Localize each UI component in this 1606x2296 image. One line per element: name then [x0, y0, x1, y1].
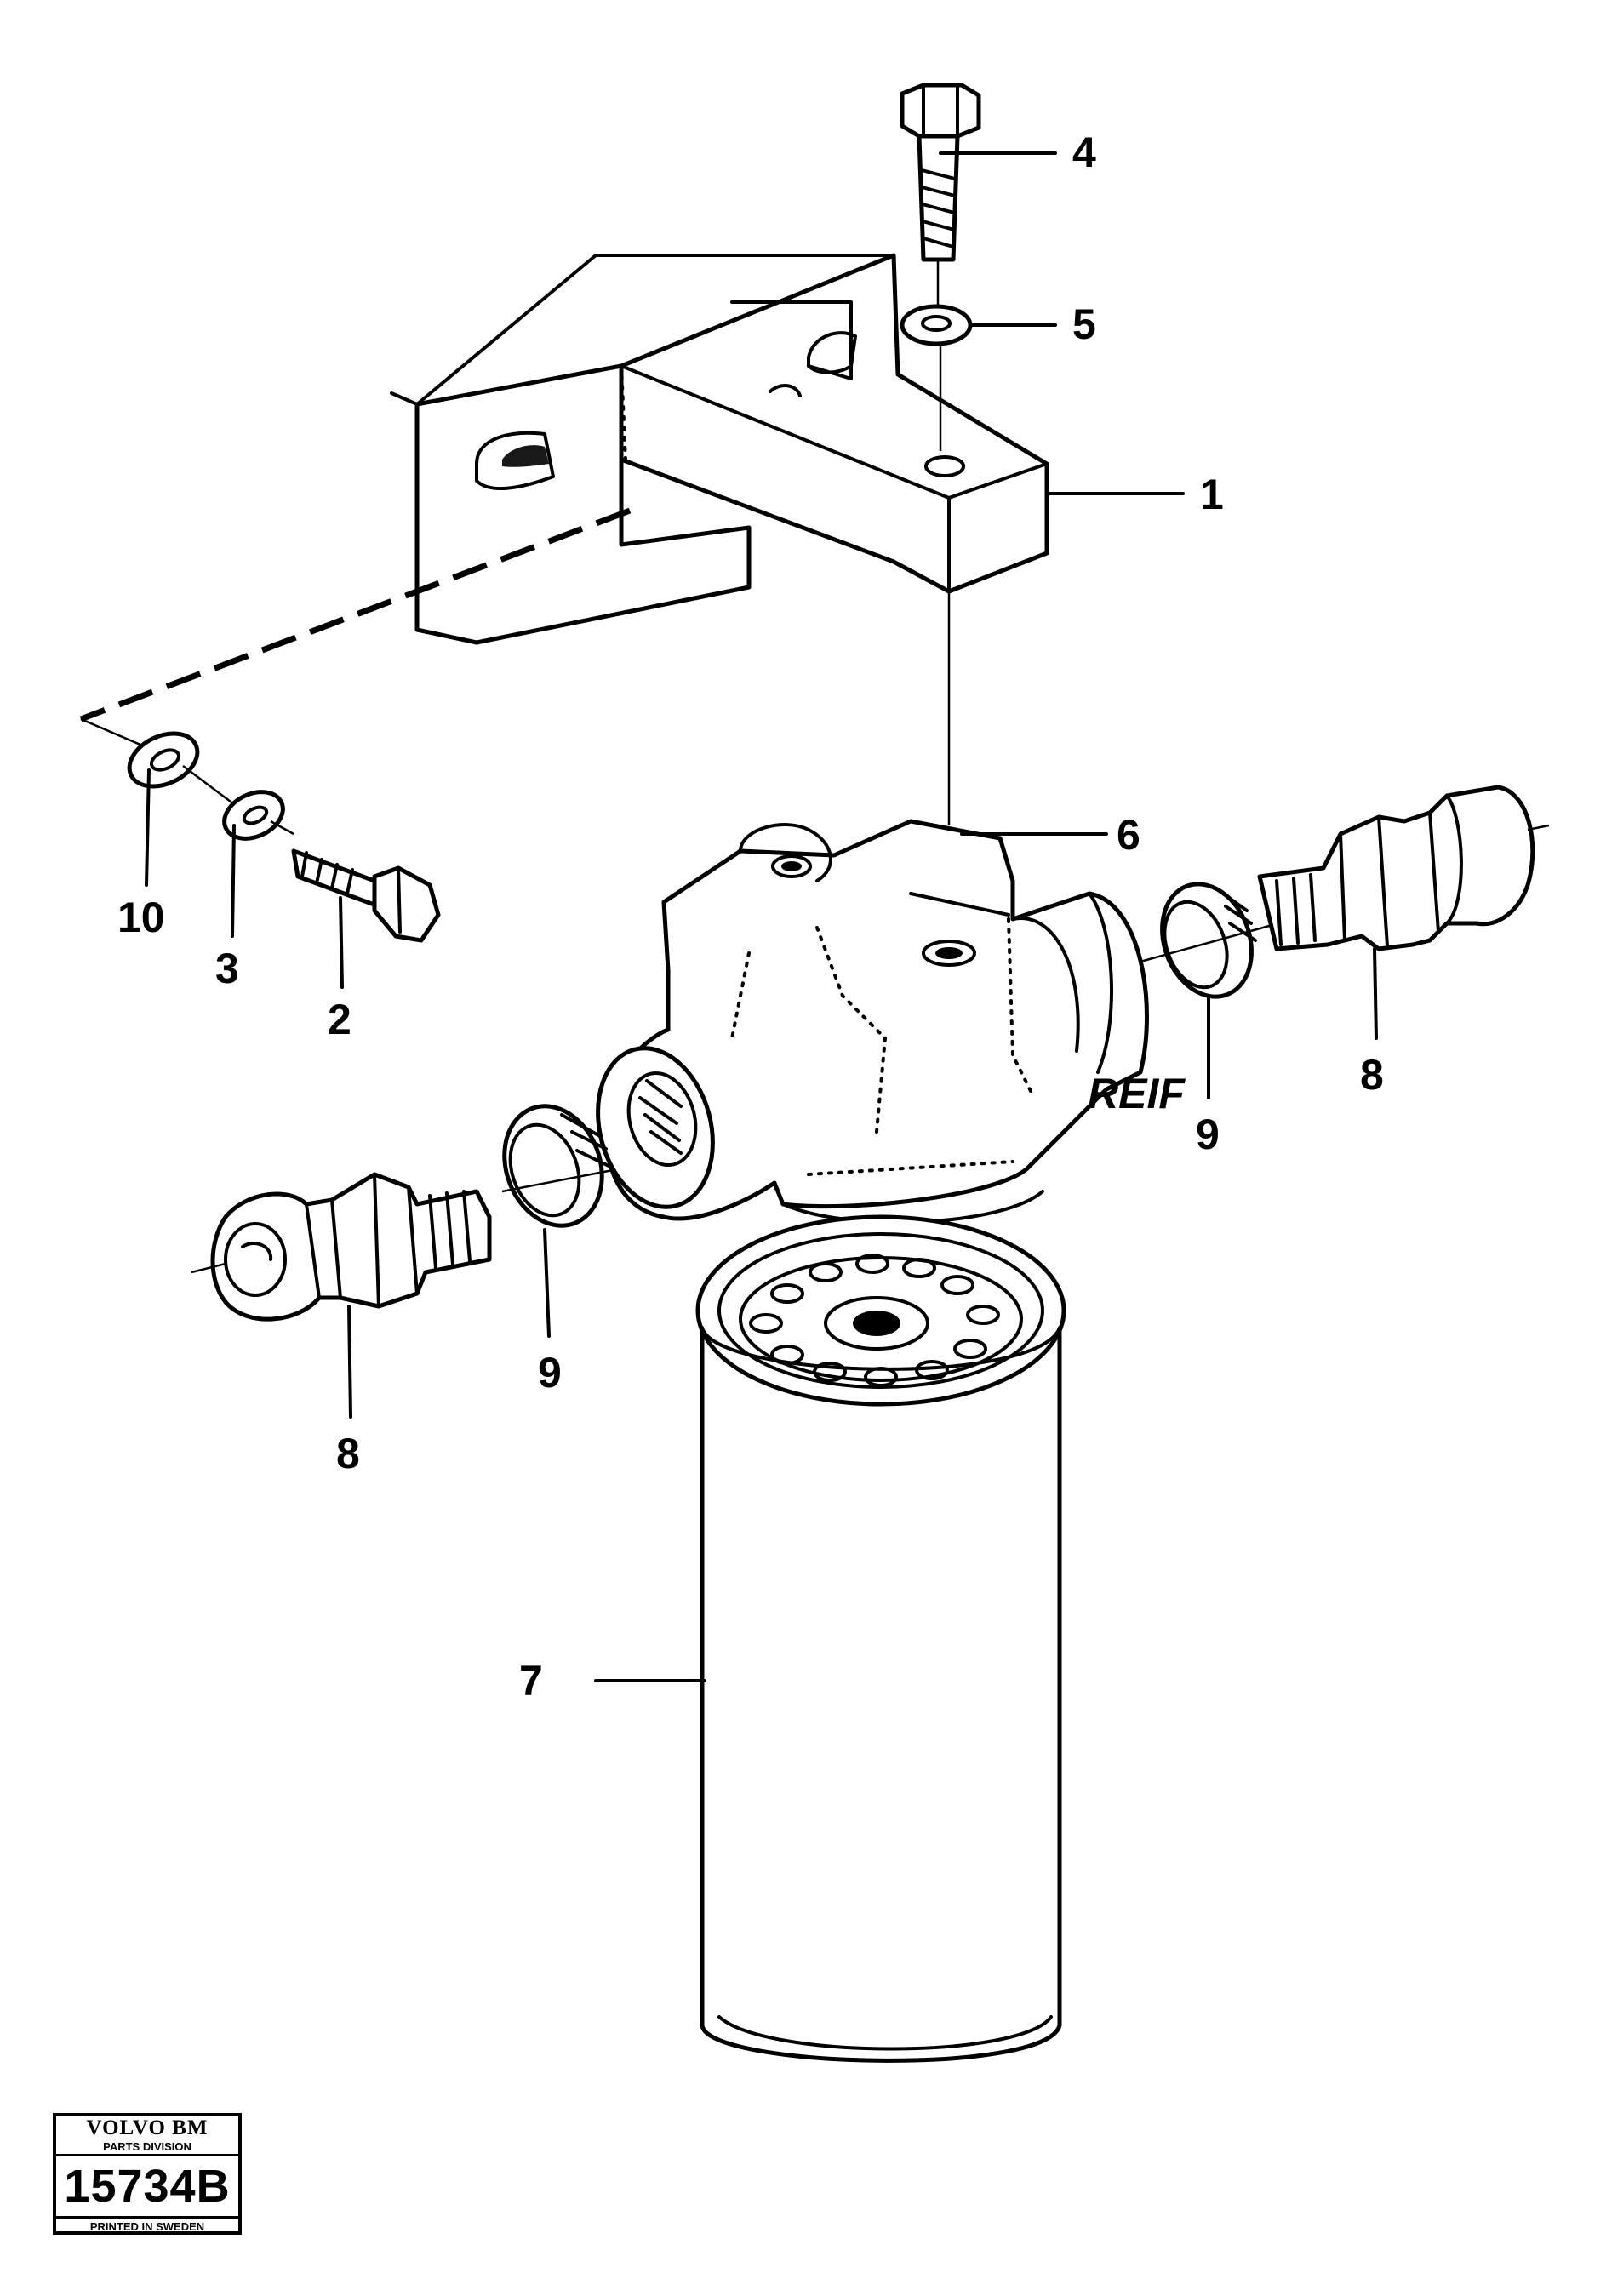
leader-lines	[145, 151, 1378, 1682]
callout-4: 4	[1072, 129, 1096, 176]
bolt-top	[900, 83, 981, 306]
stamp-division: PARTS DIVISION	[56, 2140, 238, 2156]
stamp-brand: VOLVO BM	[86, 2116, 209, 2139]
callout-5: 5	[1072, 300, 1096, 348]
washer-top	[900, 304, 973, 451]
head-marking: REIF	[1088, 1070, 1186, 1117]
washer-10	[127, 731, 200, 789]
part-number-stamp: VOLVO BM PARTS DIVISION 15734B PRINTED I…	[53, 2113, 242, 2235]
assembly-line	[79, 507, 632, 722]
washer-3	[222, 790, 285, 841]
callout-7: 7	[519, 1657, 543, 1705]
callout-9-left: 9	[538, 1349, 562, 1396]
callout-3: 3	[215, 945, 239, 992]
callout-1: 1	[1200, 471, 1224, 518]
filter-head	[596, 819, 1149, 1225]
bracket	[390, 253, 1049, 645]
nipple-left	[191, 1172, 492, 1322]
callout-10: 10	[117, 894, 165, 941]
callout-2: 2	[328, 996, 351, 1043]
nipple-right	[1257, 785, 1550, 951]
stamp-printed: PRINTED IN SWEDEN	[89, 2220, 205, 2233]
filter-cartridge	[695, 1214, 1066, 2063]
callout-8-left: 8	[336, 1430, 360, 1477]
seal-ring-right	[1160, 882, 1257, 999]
stamp-number: 15734B	[56, 2156, 238, 2219]
seal-ring-left	[502, 1104, 610, 1228]
callout-8-right: 8	[1360, 1051, 1384, 1099]
callout-9-right: 9	[1196, 1111, 1220, 1158]
callout-6: 6	[1117, 811, 1140, 859]
bolt-side	[291, 848, 441, 943]
